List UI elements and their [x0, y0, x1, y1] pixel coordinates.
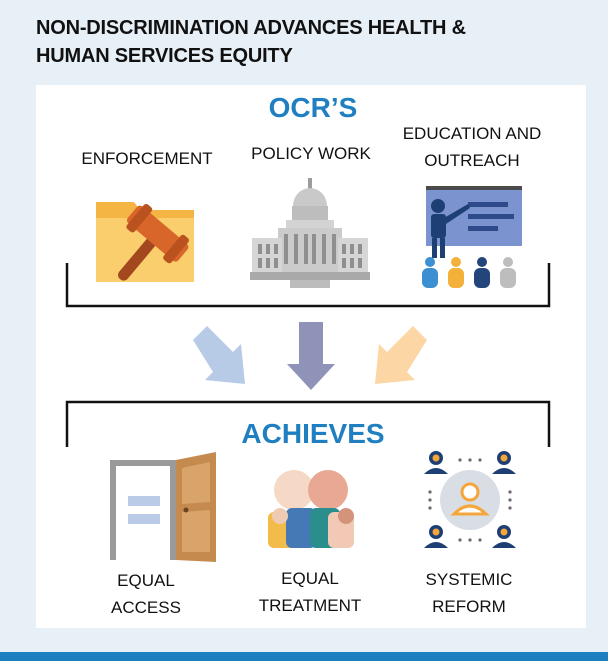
- top-bracket: [65, 263, 551, 308]
- page-title: NON-DISCRIMINATION ADVANCES HEALTH & HUM…: [36, 14, 576, 70]
- flow-arrows: [193, 322, 427, 390]
- label-systemic-reform: SYSTEMIC REFORM: [425, 570, 513, 616]
- label-policy-work: POLICY WORK: [251, 144, 371, 163]
- open-door-icon: [110, 452, 216, 562]
- presentation-icon: [422, 186, 522, 288]
- ocr-heading: OCR’S: [268, 92, 358, 123]
- label-equal-treatment: EQUAL TREATMENT: [258, 569, 362, 615]
- title-line-2: HUMAN SERVICES EQUITY: [36, 45, 293, 67]
- footer-bar: [0, 652, 608, 661]
- arrow-right-icon: [375, 326, 427, 384]
- arrow-down-icon: [287, 322, 335, 390]
- gavel-icon: [96, 202, 194, 282]
- title-line-1: NON-DISCRIMINATION ADVANCES HEALTH &: [36, 17, 466, 39]
- label-enforcement: ENFORCEMENT: [81, 149, 213, 168]
- bottom-bracket: [65, 400, 551, 447]
- label-equal-access: EQUAL ACCESS: [111, 571, 181, 617]
- people-icon: [268, 470, 354, 548]
- network-people-icon: [424, 451, 516, 548]
- capitol-building-icon: [250, 178, 370, 288]
- achieves-heading: ACHIEVES: [241, 418, 385, 449]
- arrow-left-icon: [193, 326, 245, 384]
- label-education-outreach: EDUCATION AND OUTREACH: [402, 124, 542, 170]
